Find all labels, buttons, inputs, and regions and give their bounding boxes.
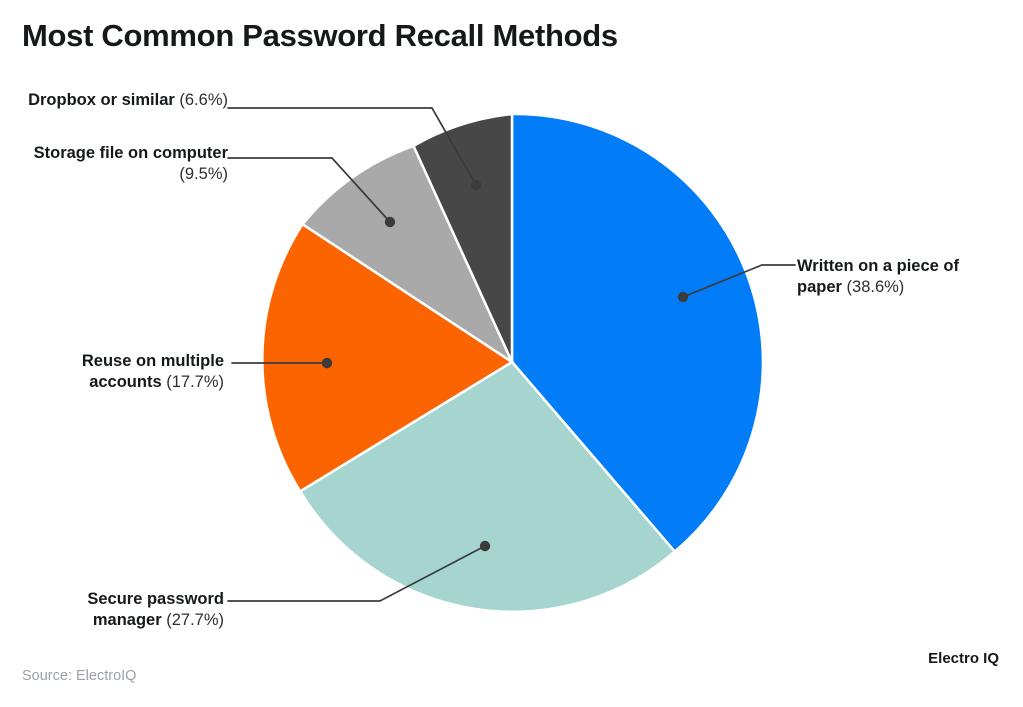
slice-label-secure-password-manager[interactable]: Secure password manager (27.7%) xyxy=(24,589,224,632)
pie-slice-secure-password-manager[interactable] xyxy=(298,360,677,613)
slice-label-percent: (17.7%) xyxy=(166,373,224,392)
leader-dot-dropbox xyxy=(470,179,482,191)
leader-dot-secure xyxy=(479,540,491,552)
slice-label-text-line2: accounts xyxy=(89,373,162,392)
slice-label-reuse-on-multiple-accounts[interactable]: Reuse on multiple accounts (17.7%) xyxy=(24,351,224,394)
brand-mark: Electro IQ xyxy=(928,650,999,667)
pie-slice-storage-file-on-computer[interactable] xyxy=(300,144,515,366)
slice-label-text: Secure password xyxy=(87,590,224,608)
leader-dot-reuse xyxy=(321,357,333,369)
source-note: Source: ElectroIQ xyxy=(22,668,137,684)
slice-label-text-line2: paper xyxy=(797,278,842,297)
slice-label-dropbox-or-similar[interactable]: Dropbox or similar (6.6%) xyxy=(24,90,228,111)
slice-label-text: Storage file on xyxy=(33,144,149,162)
slice-label-text: Dropbox or similar xyxy=(28,91,175,109)
slice-label-text-line2: computer xyxy=(152,144,228,162)
slice-label-text: Written on a piece of xyxy=(797,257,959,275)
pie-slice-reuse-on-multiple-accounts[interactable] xyxy=(261,222,515,493)
leader-line-dropbox xyxy=(227,107,477,186)
pie-slice-written-on-a-piece-of-paper[interactable] xyxy=(510,112,765,554)
slice-label-text-line2: manager xyxy=(92,611,162,630)
slice-label-text: Reuse on multiple xyxy=(81,352,224,370)
slice-label-percent: (27.7%) xyxy=(166,611,224,630)
leader-dots xyxy=(321,179,689,552)
slice-label-percent: (6.6%) xyxy=(179,91,228,109)
leader-dot-storage xyxy=(384,216,396,228)
slice-label-storage-file-on-computer[interactable]: Storage file on computer (9.5%) xyxy=(24,143,228,186)
leader-line-secure xyxy=(227,545,486,602)
leader-line-storage xyxy=(227,157,391,223)
page-title: Most Common Password Recall Methods xyxy=(22,18,618,53)
leader-line-written xyxy=(682,264,796,298)
leader-dot-written xyxy=(677,291,689,303)
pie-slices xyxy=(261,112,765,613)
pie-slice-dropbox-or-similar[interactable] xyxy=(411,112,514,363)
leader-lines xyxy=(227,107,796,602)
slice-label-percent: (9.5%) xyxy=(179,165,228,184)
slice-label-written-on-a-piece-of-paper[interactable]: Written on a piece of paper (38.6%) xyxy=(797,256,1007,299)
slice-label-percent: (38.6%) xyxy=(846,278,905,297)
